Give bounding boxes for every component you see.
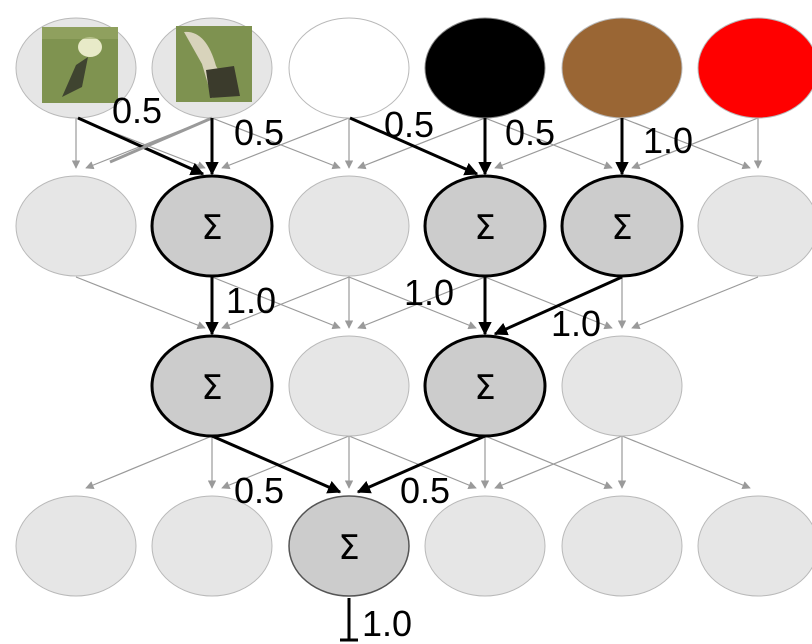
layer1-node-6 [697, 175, 812, 277]
layer3-node-6 [697, 495, 812, 597]
layer-1-row: Σ Σ Σ [15, 174, 812, 278]
active-edges [77, 116, 629, 642]
weight-label: 1.0 [362, 603, 412, 644]
input-node-black [424, 17, 546, 119]
weight-label: 0.5 [400, 470, 450, 511]
layer-2-row: Σ Σ [150, 334, 683, 438]
layer-3-row: Σ [15, 495, 812, 597]
sigma-symbol: Σ [474, 368, 495, 408]
sigma-symbol: Σ [201, 368, 222, 408]
weight-label: 0.5 [234, 470, 284, 511]
sigma-symbol: Σ [201, 208, 222, 248]
layer3-node-2 [151, 495, 273, 597]
input-node-brown [561, 17, 683, 119]
layer3-node-5 [561, 495, 683, 597]
sigma-symbol: Σ [474, 208, 495, 248]
output-sum-node [288, 495, 410, 597]
image-patch-icon [42, 27, 118, 103]
input-node-white [288, 17, 410, 119]
layer1-sum-node-3 [560, 174, 684, 278]
weight-label: 0.5 [505, 112, 555, 153]
weight-label: 1.0 [404, 272, 454, 313]
input-row [15, 17, 812, 119]
weight-label: 0.5 [112, 90, 162, 131]
sigma-symbol: Σ [611, 208, 632, 248]
weight-label: 1.0 [551, 303, 601, 344]
layer3-node-4 [424, 495, 546, 597]
weight-label: 1.0 [226, 280, 276, 321]
layer1-node-1 [15, 175, 137, 277]
layer3-node-1 [15, 495, 137, 597]
sigma-symbol: Σ [338, 528, 359, 568]
weight-label: 0.5 [384, 104, 434, 145]
layer1-sum-node-2 [423, 174, 547, 278]
layer1-node-3 [288, 175, 410, 277]
weight-label: 1.0 [643, 120, 693, 161]
weight-label: 0.5 [234, 112, 284, 153]
layer2-node-4 [561, 335, 683, 437]
inactive-edges [71, 117, 763, 490]
layer1-sum-node-1 [150, 174, 274, 278]
image-patch-icon [176, 26, 252, 102]
input-node-red [697, 17, 812, 119]
weight-labels: 0.5 0.5 0.5 0.5 1.0 1.0 1.0 1.0 0.5 0.5 … [112, 90, 693, 644]
layer2-node-2 [288, 335, 410, 437]
